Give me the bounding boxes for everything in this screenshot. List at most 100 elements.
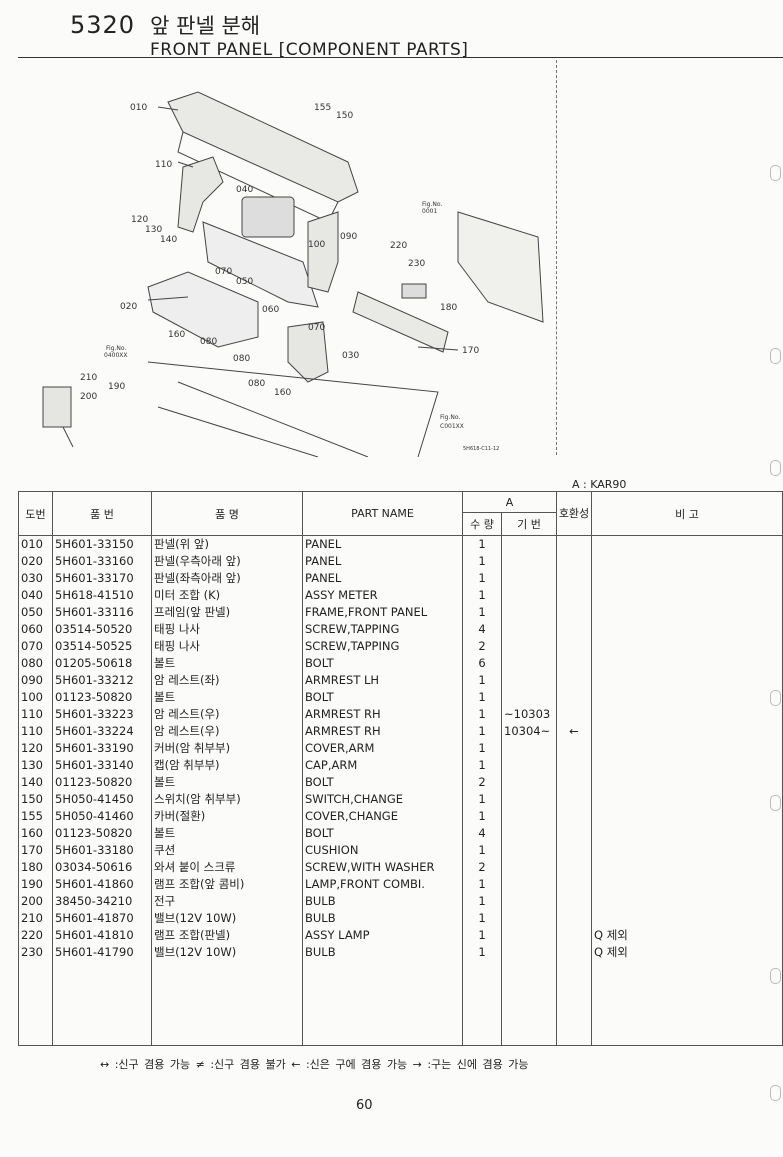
row-serial — [501, 621, 557, 638]
row-remarks — [591, 859, 783, 876]
header-part-no: 품 번 — [52, 491, 152, 536]
row-name-ko: 판넬(좌측아래 앞) — [151, 570, 303, 587]
row-qty: 1 — [462, 876, 502, 893]
exploded-parts-diagram: 010 155 150 110 040 120 130 140 100 090 … — [42, 91, 544, 457]
row-part-no: 5H601-33170 — [52, 570, 152, 587]
binder-hole-mark — [770, 968, 781, 984]
row-serial — [501, 553, 557, 570]
row-qty: 1 — [462, 672, 502, 689]
row-part-no: 5H601-33150 — [52, 535, 152, 553]
row-part-no: 03514-50520 — [52, 621, 152, 638]
svg-text:070: 070 — [308, 323, 325, 333]
row-serial — [501, 689, 557, 706]
row-exchange — [556, 774, 592, 791]
row-name-ko: 태핑 나사 — [151, 638, 303, 655]
row-no: 050 — [18, 604, 53, 621]
row-no: 130 — [18, 757, 53, 774]
row-name-ko: 프레임(앞 판넬) — [151, 604, 303, 621]
row-serial — [501, 774, 557, 791]
row-exchange — [556, 587, 592, 604]
row-remarks — [591, 553, 783, 570]
row-exchange — [556, 910, 592, 927]
svg-text:080: 080 — [233, 354, 250, 364]
row-serial — [501, 535, 557, 553]
row-no: 100 — [18, 689, 53, 706]
row-remarks — [591, 910, 783, 927]
row-name-en: BOLT — [302, 689, 463, 706]
row-name-ko: 램프 조합(앞 콤비) — [151, 876, 303, 893]
row-name-en: ASSY METER — [302, 587, 463, 604]
parts-table: 도번 품 번 품 명 PART NAME A 호환성 비 고 수 량 기 번 0… — [18, 491, 783, 1046]
row-name-ko: 미터 조합 (K) — [151, 587, 303, 604]
row-serial — [501, 672, 557, 689]
row-serial — [501, 842, 557, 859]
row-remarks — [591, 672, 783, 689]
section-title-korean: 앞 판넬 분해 — [150, 14, 261, 38]
row-qty: 1 — [462, 723, 502, 740]
row-qty: 2 — [462, 859, 502, 876]
row-name-en: CUSHION — [302, 842, 463, 859]
row-name-ko: 카버(절환) — [151, 808, 303, 825]
row-qty: 1 — [462, 740, 502, 757]
row-name-en: BULB — [302, 944, 463, 961]
svg-text:160: 160 — [168, 330, 185, 340]
page-header: 5320 앞 판넬 분해 FRONT PANEL [COMPONENT PART… — [70, 10, 468, 60]
row-remarks — [591, 825, 783, 842]
row-serial — [501, 910, 557, 927]
row-no: 110 — [18, 706, 53, 723]
header-group-a: A — [462, 491, 557, 513]
row-exchange — [556, 876, 592, 893]
row-no: 230 — [18, 944, 53, 961]
svg-text:100: 100 — [308, 240, 325, 250]
row-qty: 1 — [462, 553, 502, 570]
svg-text:0001: 0001 — [422, 208, 437, 215]
row-qty: 1 — [462, 604, 502, 621]
row-no: 040 — [18, 587, 53, 604]
row-serial — [501, 655, 557, 672]
row-remarks — [591, 638, 783, 655]
row-exchange — [556, 689, 592, 706]
binder-hole-mark — [770, 1085, 781, 1101]
row-no: 010 — [18, 535, 53, 553]
row-name-en: SCREW,TAPPING — [302, 621, 463, 638]
row-name-ko: 쿠션 — [151, 842, 303, 859]
row-name-ko: 스위치(암 취부부) — [151, 791, 303, 808]
row-name-en: LAMP,FRONT COMBI. — [302, 876, 463, 893]
row-serial — [501, 944, 557, 961]
row-qty: 4 — [462, 825, 502, 842]
row-exchange — [556, 944, 592, 961]
row-name-en: SWITCH,CHANGE — [302, 791, 463, 808]
row-remarks — [591, 808, 783, 825]
svg-text:Fig.No.: Fig.No. — [106, 345, 126, 352]
header-serial: 기 번 — [501, 512, 557, 536]
row-no: 190 — [18, 876, 53, 893]
row-serial — [501, 808, 557, 825]
row-exchange — [556, 740, 592, 757]
binder-hole-mark — [770, 165, 781, 181]
svg-text:050: 050 — [236, 277, 253, 287]
row-serial — [501, 825, 557, 842]
row-name-en: BOLT — [302, 825, 463, 842]
row-name-ko: 전구 — [151, 893, 303, 910]
row-serial: 10304~ — [501, 723, 557, 740]
svg-text:110: 110 — [155, 160, 172, 170]
svg-text:080: 080 — [200, 337, 217, 347]
row-remarks — [591, 740, 783, 757]
svg-text:070: 070 — [215, 267, 232, 277]
page-number: 60 — [356, 1098, 373, 1113]
header-exchange: 호환성 — [556, 491, 592, 536]
row-no: 180 — [18, 859, 53, 876]
row-name-ko: 볼트 — [151, 655, 303, 672]
figure-divider — [556, 60, 557, 455]
row-name-en: COVER,CHANGE — [302, 808, 463, 825]
